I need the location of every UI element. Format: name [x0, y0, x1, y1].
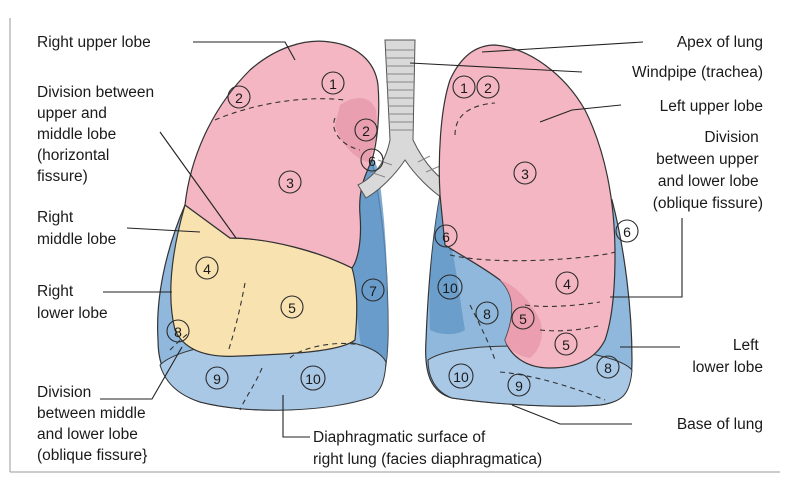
svg-text:2: 2 [235, 90, 243, 106]
label-base-of-lung: Base of lung [677, 416, 763, 433]
svg-text:1: 1 [460, 80, 468, 96]
svg-text:3: 3 [521, 166, 529, 182]
svg-text:9: 9 [515, 378, 523, 394]
label-diaphragmatic-surface: Diaphragmatic surface of right lung (fac… [313, 429, 542, 468]
svg-text:6: 6 [368, 153, 376, 169]
svg-text:2: 2 [362, 123, 370, 139]
left-side-labels: Apex of lung Windpipe (trachea) Left upp… [632, 34, 763, 433]
label-division-oblique-right: Division between middle and lower lobe (… [37, 384, 150, 464]
svg-text:6: 6 [623, 224, 631, 240]
svg-text:7: 7 [369, 283, 377, 299]
label-windpipe: Windpipe (trachea) [632, 64, 763, 81]
svg-text:4: 4 [203, 261, 211, 277]
svg-text:1: 1 [329, 76, 337, 92]
svg-text:8: 8 [174, 324, 182, 340]
label-apex-of-lung: Apex of lung [677, 34, 763, 51]
svg-text:5: 5 [519, 311, 527, 327]
label-right-middle-lobe: Right middle lobe [37, 209, 116, 248]
svg-text:6: 6 [442, 229, 450, 245]
svg-text:4: 4 [563, 276, 571, 292]
svg-text:10: 10 [453, 369, 469, 385]
label-left-upper-lobe: Left upper lobe [660, 98, 763, 115]
svg-text:9: 9 [213, 371, 221, 387]
svg-text:5: 5 [562, 337, 570, 353]
svg-text:8: 8 [483, 306, 491, 322]
label-right-lower-lobe: Right lower lobe [37, 283, 108, 322]
label-division-oblique-left: Division between upper and lower lobe (o… [653, 129, 763, 212]
svg-text:5: 5 [288, 300, 296, 316]
label-left-lower-lobe: Left lower lobe [692, 337, 763, 376]
svg-text:10: 10 [442, 280, 458, 296]
label-division-horizontal: Division between upper and middle lobe (… [37, 84, 159, 185]
svg-text:10: 10 [305, 371, 321, 387]
svg-text:2: 2 [484, 80, 492, 96]
svg-text:3: 3 [286, 175, 294, 191]
label-right-upper-lobe: Right upper lobe [37, 34, 151, 51]
svg-text:8: 8 [604, 360, 612, 376]
